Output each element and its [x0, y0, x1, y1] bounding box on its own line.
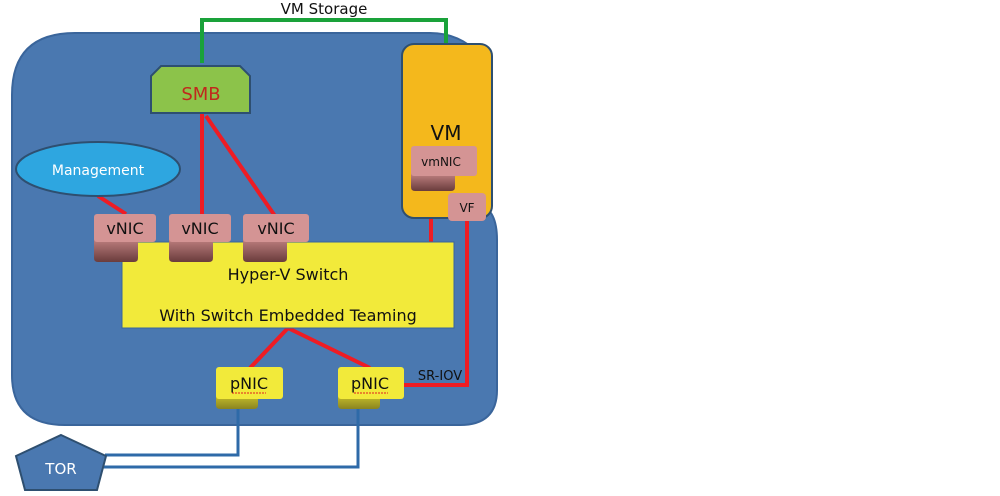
- blue-links: [102, 409, 360, 469]
- smb-label: SMB: [181, 84, 220, 105]
- vm-storage-link: [200, 18, 448, 63]
- management-label: Management: [52, 163, 145, 179]
- vnic-2-label: vNIC: [181, 219, 218, 238]
- tor-label: TOR: [44, 460, 76, 478]
- link-switch-pnic2: [287, 326, 371, 370]
- sriov-label: SR-IOV: [418, 369, 462, 384]
- vf-node: VF: [448, 193, 486, 221]
- pnic-1: pNIC: [216, 367, 283, 409]
- vf-label: VF: [459, 201, 474, 215]
- pnic-2: pNIC: [338, 367, 404, 409]
- vnic-3-label: vNIC: [257, 219, 294, 238]
- vm-label: VM: [431, 121, 462, 145]
- switch-subtitle: With Switch Embedded Teaming: [159, 306, 417, 325]
- tor-node: TOR: [14, 433, 108, 491]
- link-switch-pnic1: [248, 326, 290, 370]
- management-node: Management: [15, 141, 181, 197]
- vmnic-label: vmNIC: [421, 155, 461, 169]
- pnic-2-label: pNIC: [351, 374, 389, 393]
- pnic-1-label: pNIC: [230, 374, 268, 393]
- vm-storage-label: VM Storage: [281, 0, 368, 18]
- vnic-1-label: vNIC: [106, 219, 143, 238]
- vmnic: vmNIC: [411, 146, 477, 191]
- smb-node: SMB: [150, 65, 251, 114]
- red-links: [96, 114, 472, 387]
- link-smb-vnic3: [204, 114, 277, 218]
- vnic-3: vNIC: [243, 214, 309, 262]
- switch-title: Hyper-V Switch: [228, 265, 349, 284]
- link-pnic1-tor: [105, 409, 240, 457]
- vm-node: VM: [401, 43, 493, 219]
- vnic-2: vNIC: [169, 214, 231, 262]
- link-pnic2-tor: [102, 409, 360, 469]
- sriov-link: [404, 218, 469, 387]
- vnic-1: vNIC: [94, 214, 156, 262]
- link-management-vnic1: [96, 194, 128, 216]
